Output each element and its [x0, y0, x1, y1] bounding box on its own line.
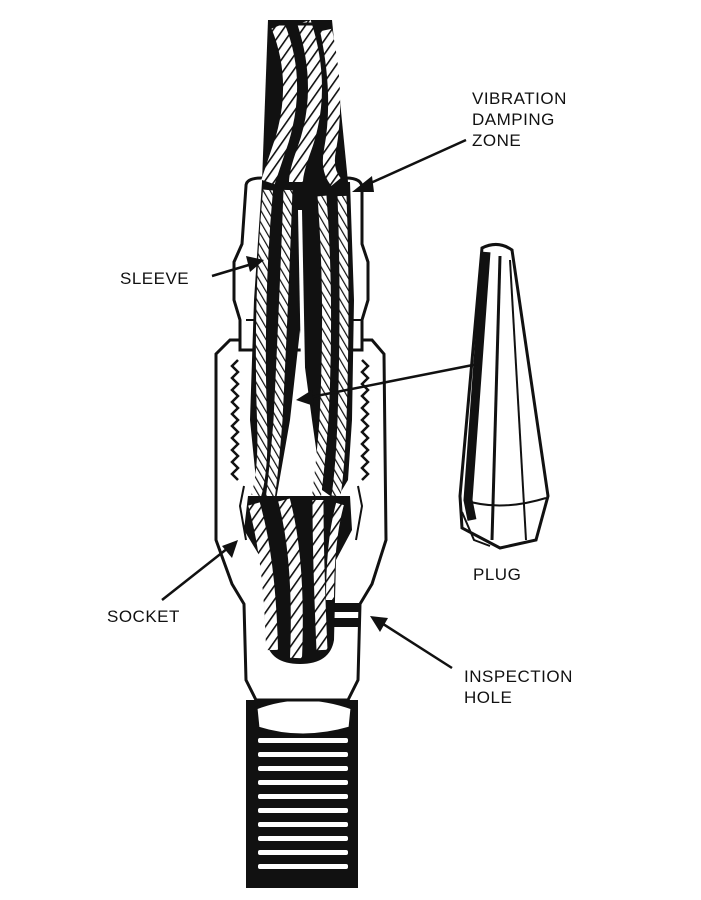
- label-plug: PLUG: [473, 565, 522, 584]
- arrow-inspection-hole: [379, 620, 453, 670]
- label-sleeve: SLEEVE: [120, 269, 190, 288]
- arrow-vibration-damping-zone: [363, 138, 467, 188]
- label-vibration-damping-zone: VIBRATION DAMPING ZONE: [472, 89, 567, 150]
- label-socket: SOCKET: [107, 607, 180, 626]
- wire-rope: [251, 19, 349, 501]
- plug: [458, 243, 550, 550]
- arrow-sleeve: [211, 262, 253, 278]
- leader-arrows: [161, 138, 479, 670]
- threaded-stud: [246, 697, 358, 888]
- rope-cone: [244, 496, 352, 664]
- arrow-socket: [161, 547, 229, 601]
- label-inspection-hole: INSPECTION HOLE: [464, 667, 573, 707]
- arrow-plug: [305, 362, 479, 400]
